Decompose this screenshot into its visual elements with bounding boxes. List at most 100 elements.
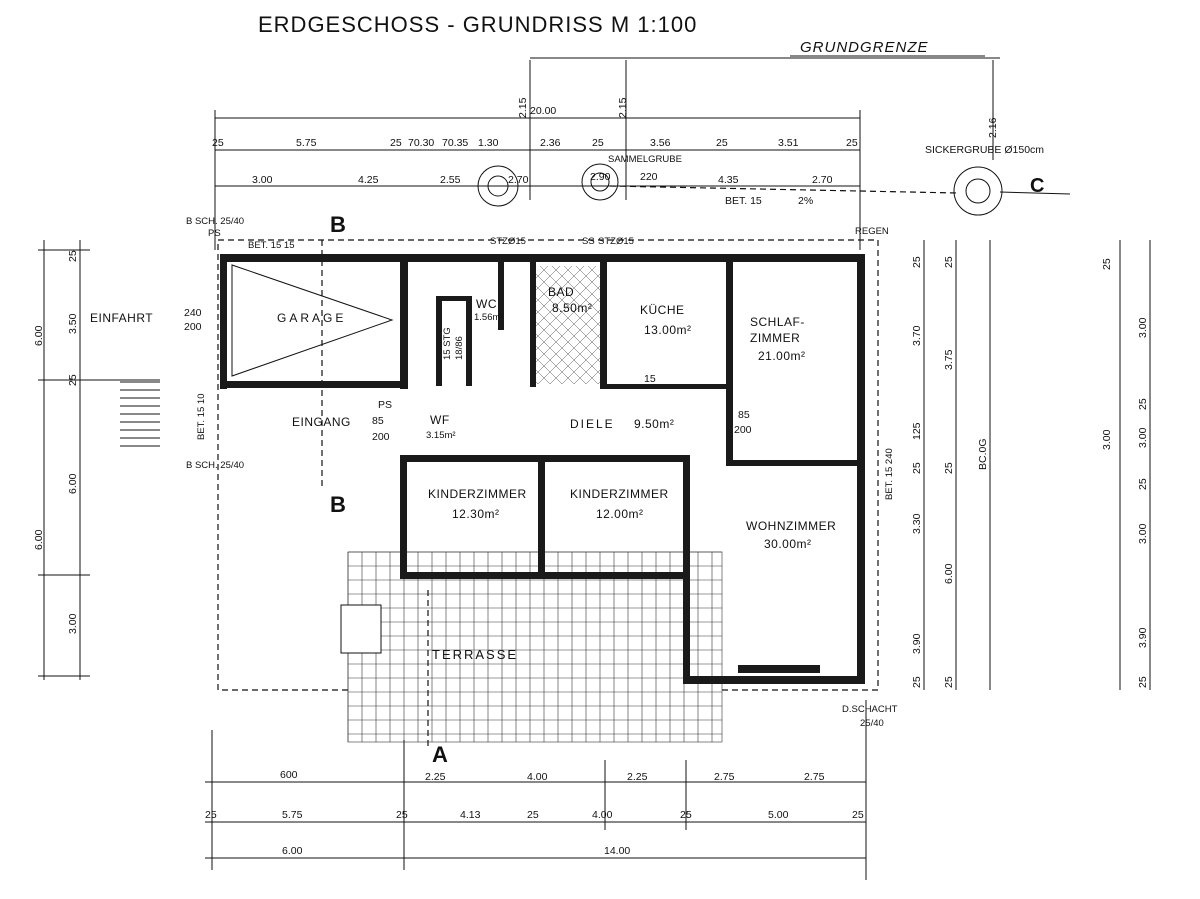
- svg-text:200: 200: [372, 431, 390, 443]
- terrasse-label: TERRASSE: [432, 647, 518, 662]
- svg-text:25: 25: [911, 462, 923, 474]
- section-b-top: B: [330, 212, 347, 237]
- svg-text:3.00: 3.00: [1137, 427, 1149, 448]
- section-b-bottom: B: [330, 492, 347, 517]
- svg-text:25: 25: [212, 137, 224, 149]
- svg-text:200: 200: [734, 424, 752, 436]
- svg-text:3.00: 3.00: [252, 174, 273, 186]
- svg-text:6.00: 6.00: [33, 529, 45, 550]
- svg-text:25: 25: [67, 250, 79, 262]
- svg-text:3.70: 3.70: [911, 325, 923, 346]
- svg-text:REGEN: REGEN: [855, 226, 889, 237]
- svg-text:25: 25: [527, 809, 539, 821]
- svg-text:2.70: 2.70: [508, 174, 529, 186]
- svg-text:25: 25: [205, 809, 217, 821]
- svg-text:1.30: 1.30: [478, 137, 499, 149]
- walls: [220, 254, 865, 684]
- svg-text:KÜCHE: KÜCHE: [640, 303, 685, 317]
- svg-text:25: 25: [846, 137, 858, 149]
- svg-text:D.SCHACHT: D.SCHACHT: [842, 704, 898, 715]
- svg-text:2.25: 2.25: [627, 771, 648, 783]
- svg-text:BAD: BAD: [548, 285, 574, 299]
- svg-text:2.15: 2.15: [517, 97, 529, 118]
- svg-text:25/40: 25/40: [860, 718, 884, 729]
- svg-text:220: 220: [640, 171, 658, 183]
- svg-text:3.15m²: 3.15m²: [426, 430, 456, 441]
- svg-text:12.00m²: 12.00m²: [596, 507, 644, 521]
- svg-text:WC: WC: [476, 297, 497, 311]
- svg-text:4.35: 4.35: [718, 174, 739, 186]
- section-c-label: C: [1030, 175, 1045, 197]
- svg-text:3.00: 3.00: [1137, 523, 1149, 544]
- svg-text:2.70: 2.70: [812, 174, 833, 186]
- svg-text:25: 25: [396, 809, 408, 821]
- svg-text:21.00m²: 21.00m²: [758, 349, 806, 363]
- svg-text:25: 25: [1137, 398, 1149, 410]
- garage-door-swing: [231, 264, 394, 377]
- svg-text:BET. 15 10: BET. 15 10: [196, 394, 207, 440]
- svg-text:25: 25: [1137, 676, 1149, 688]
- svg-text:DIELE: DIELE: [570, 417, 615, 431]
- svg-text:EINFAHRT: EINFAHRT: [90, 311, 153, 325]
- svg-text:BET. 15 240: BET. 15 240: [884, 448, 895, 500]
- svg-text:B SCH. 25/40: B SCH. 25/40: [186, 216, 244, 227]
- svg-text:BC.0G: BC.0G: [977, 438, 989, 470]
- svg-text:70.30: 70.30: [408, 137, 434, 149]
- svg-text:25: 25: [1137, 478, 1149, 490]
- bad-tile-hatch: [536, 266, 600, 384]
- svg-text:25: 25: [390, 137, 402, 149]
- svg-text:15: 15: [644, 373, 656, 385]
- svg-text:6.00: 6.00: [943, 563, 955, 584]
- section-a-label: A: [432, 742, 449, 767]
- svg-text:GARAGE: GARAGE: [277, 311, 346, 325]
- svg-text:25: 25: [716, 137, 728, 149]
- svg-text:2%: 2%: [798, 195, 813, 207]
- pipe-to-sickergrube: [609, 185, 959, 194]
- bottom-dimensions: 600 2.25 4.00 2.25 2.75 2.75 25 5.75 25 …: [205, 700, 867, 880]
- sammelgrube-pit: SAMMELGRUBE: [581, 154, 682, 201]
- svg-text:KINDERZIMMER: KINDERZIMMER: [428, 487, 527, 501]
- svg-text:2.25: 2.25: [425, 771, 446, 783]
- top-dimensions: 20.00 25 5.75 25 70.30 70.35 1.30 2.36 2…: [212, 60, 999, 250]
- svg-text:200: 200: [184, 321, 202, 333]
- svg-text:3.30: 3.30: [911, 513, 923, 534]
- svg-text:25: 25: [943, 462, 955, 474]
- svg-text:600: 600: [280, 769, 298, 781]
- svg-text:BET. 15 15: BET. 15 15: [248, 240, 294, 251]
- svg-text:3.75: 3.75: [943, 349, 955, 370]
- terrace-steps: [340, 604, 382, 654]
- outside-stairs: [120, 381, 160, 447]
- svg-text:12.30m²: 12.30m²: [452, 507, 500, 521]
- svg-text:25: 25: [911, 676, 923, 688]
- svg-text:85: 85: [372, 415, 384, 427]
- plan-title: ERDGESCHOSS - GRUNDRISS M 1:100: [258, 12, 697, 37]
- svg-text:25: 25: [680, 809, 692, 821]
- svg-text:4.13: 4.13: [460, 809, 481, 821]
- svg-text:SAMMELGRUBE: SAMMELGRUBE: [608, 154, 682, 165]
- left-dimensions: 6.00 3.50 25 6.00 6.00 3.00 25: [33, 240, 160, 680]
- svg-text:9.50m²: 9.50m²: [634, 417, 674, 431]
- svg-text:2.36: 2.36: [540, 137, 561, 149]
- svg-text:30.00m²: 30.00m²: [764, 537, 812, 551]
- svg-text:WOHNZIMMER: WOHNZIMMER: [746, 519, 836, 533]
- svg-text:PS: PS: [378, 399, 392, 411]
- svg-text:3.00: 3.00: [1101, 429, 1113, 450]
- svg-text:25: 25: [67, 374, 79, 386]
- room-labels: GARAGE EINFAHRT 240 200 EINGANG PS 85 20…: [90, 226, 898, 729]
- sitzbecken-pit: [477, 165, 519, 207]
- svg-text:5.75: 5.75: [282, 809, 303, 821]
- svg-text:3.00: 3.00: [1137, 317, 1149, 338]
- svg-text:STZØ15: STZØ15: [490, 236, 526, 247]
- svg-text:KINDERZIMMER: KINDERZIMMER: [570, 487, 669, 501]
- svg-text:3.51: 3.51: [778, 137, 799, 149]
- svg-text:3.90: 3.90: [1137, 627, 1149, 648]
- grundgrenze-label: GRUNDGRENZE: [800, 39, 929, 56]
- svg-text:3.90: 3.90: [911, 633, 923, 654]
- svg-text:5.00: 5.00: [768, 809, 789, 821]
- svg-text:6.00: 6.00: [67, 473, 79, 494]
- svg-text:3.56: 3.56: [650, 137, 671, 149]
- svg-text:125: 125: [911, 422, 923, 440]
- svg-text:85: 85: [738, 409, 750, 421]
- svg-text:B SCH. 25/40: B SCH. 25/40: [186, 460, 244, 471]
- svg-text:240: 240: [184, 307, 202, 319]
